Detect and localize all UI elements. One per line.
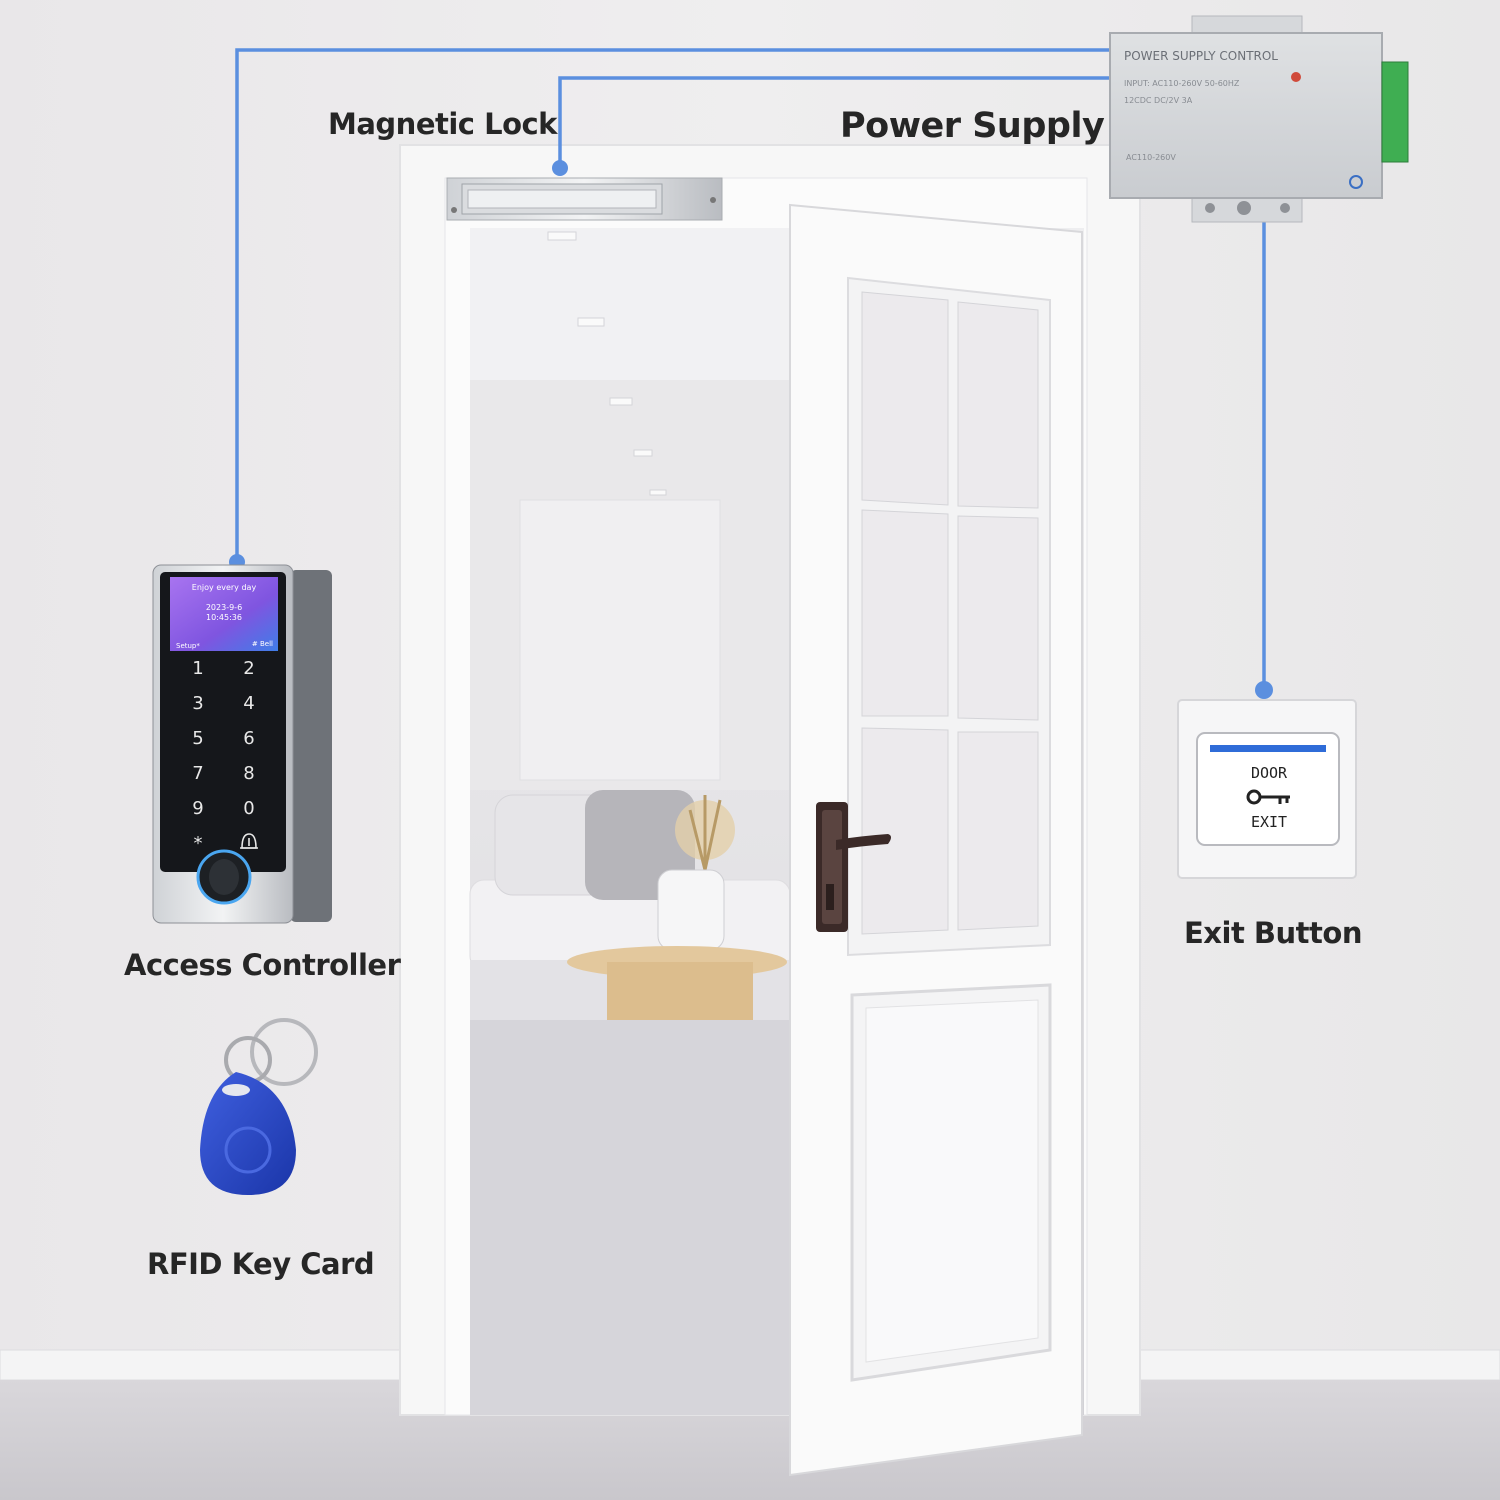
keypad-key: 9 xyxy=(192,798,203,819)
keypad-key: 1 xyxy=(192,658,203,679)
access-controller-label: Access Controller xyxy=(124,948,401,982)
room-interior xyxy=(469,228,791,1415)
baseboard-left xyxy=(0,1349,401,1381)
wire-lock xyxy=(558,76,1112,168)
exit-plate-exit-text: EXIT xyxy=(1251,813,1287,831)
keypad-key: 6 xyxy=(243,728,254,749)
power-supply-box: POWER SUPPLY CONTROL INPUT: AC110-260V 5… xyxy=(1109,15,1409,223)
keypad-key: 8 xyxy=(243,763,254,784)
access-controller-device: Enjoy every day 2023-9-6 10:45:36 Setup*… xyxy=(152,564,332,924)
power-supply-voltage: AC110-260V xyxy=(1126,153,1176,162)
power-supply-input: INPUT: AC110-260V 50-60HZ xyxy=(1124,79,1240,88)
rfid-key-card-label: RFID Key Card xyxy=(147,1247,375,1281)
keypad-screen-line1: Enjoy every day xyxy=(192,583,257,592)
exit-button-device: DOOR EXIT xyxy=(1177,699,1357,879)
keypad-screen-bell: # Bell xyxy=(252,640,273,648)
door-handle xyxy=(816,802,891,932)
magnetic-lock-label: Magnetic Lock xyxy=(328,107,557,141)
keypad-key: * xyxy=(194,833,203,854)
keypad-key: 3 xyxy=(192,693,203,714)
exit-plate-door-text: DOOR xyxy=(1251,764,1288,782)
magnetic-lock xyxy=(446,177,723,221)
keypad-key: 4 xyxy=(243,693,254,714)
keypad-key: 2 xyxy=(243,658,254,679)
power-supply-label: Power Supply xyxy=(840,106,1105,146)
rfid-key-fob xyxy=(200,1018,318,1195)
fingerprint-sensor-icon xyxy=(196,849,252,905)
wires xyxy=(235,48,1266,690)
keypad-screen-setup: Setup* xyxy=(176,642,200,650)
power-supply-title: POWER SUPPLY CONTROL xyxy=(1124,49,1278,63)
door xyxy=(789,203,1083,1477)
exit-button-label: Exit Button xyxy=(1184,916,1362,950)
keypad-screen-date: 2023-9-6 xyxy=(206,603,242,612)
keypad-screen-time: 10:45:36 xyxy=(206,613,242,622)
power-supply-output: 12CDC DC/2V 3A xyxy=(1124,96,1193,105)
keypad-keys: 1 2 3 4 5 6 7 8 9 0 * xyxy=(192,658,254,854)
wire-controller xyxy=(235,48,1112,562)
keypad-key: 0 xyxy=(243,798,254,819)
keypad-key: 7 xyxy=(192,763,203,784)
key-icon xyxy=(1246,789,1290,805)
keypad-key: 5 xyxy=(192,728,203,749)
baseboard-right xyxy=(1139,1349,1500,1381)
bell-icon xyxy=(240,833,258,849)
